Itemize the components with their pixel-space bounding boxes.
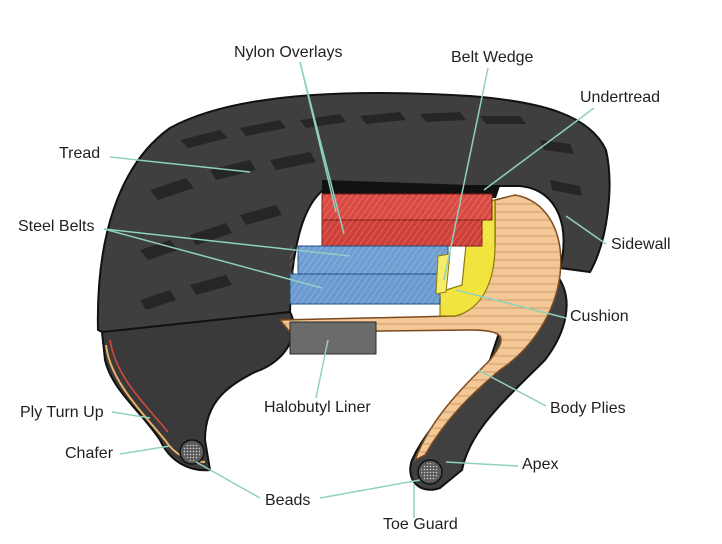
leader-beads-1 (196, 462, 260, 498)
halobutyl-liner-block (290, 322, 376, 354)
label-sidewall: Sidewall (611, 236, 671, 254)
label-cushion: Cushion (570, 308, 629, 326)
label-halobutyl-liner: Halobutyl Liner (264, 399, 371, 417)
label-undertread: Undertread (580, 89, 660, 107)
leader-beads-2 (320, 480, 420, 498)
label-apex: Apex (522, 456, 558, 474)
label-body-plies: Body Plies (550, 400, 626, 418)
label-toe-guard: Toe Guard (383, 516, 458, 534)
leader-chafer (120, 446, 170, 454)
label-ply-turn-up: Ply Turn Up (20, 404, 104, 422)
label-steel-belts: Steel Belts (18, 218, 94, 236)
label-nylon-overlays: Nylon Overlays (234, 44, 342, 62)
label-beads: Beads (265, 492, 310, 510)
label-belt-wedge: Belt Wedge (451, 49, 533, 67)
label-chafer: Chafer (65, 445, 113, 463)
label-tread: Tread (59, 145, 100, 163)
